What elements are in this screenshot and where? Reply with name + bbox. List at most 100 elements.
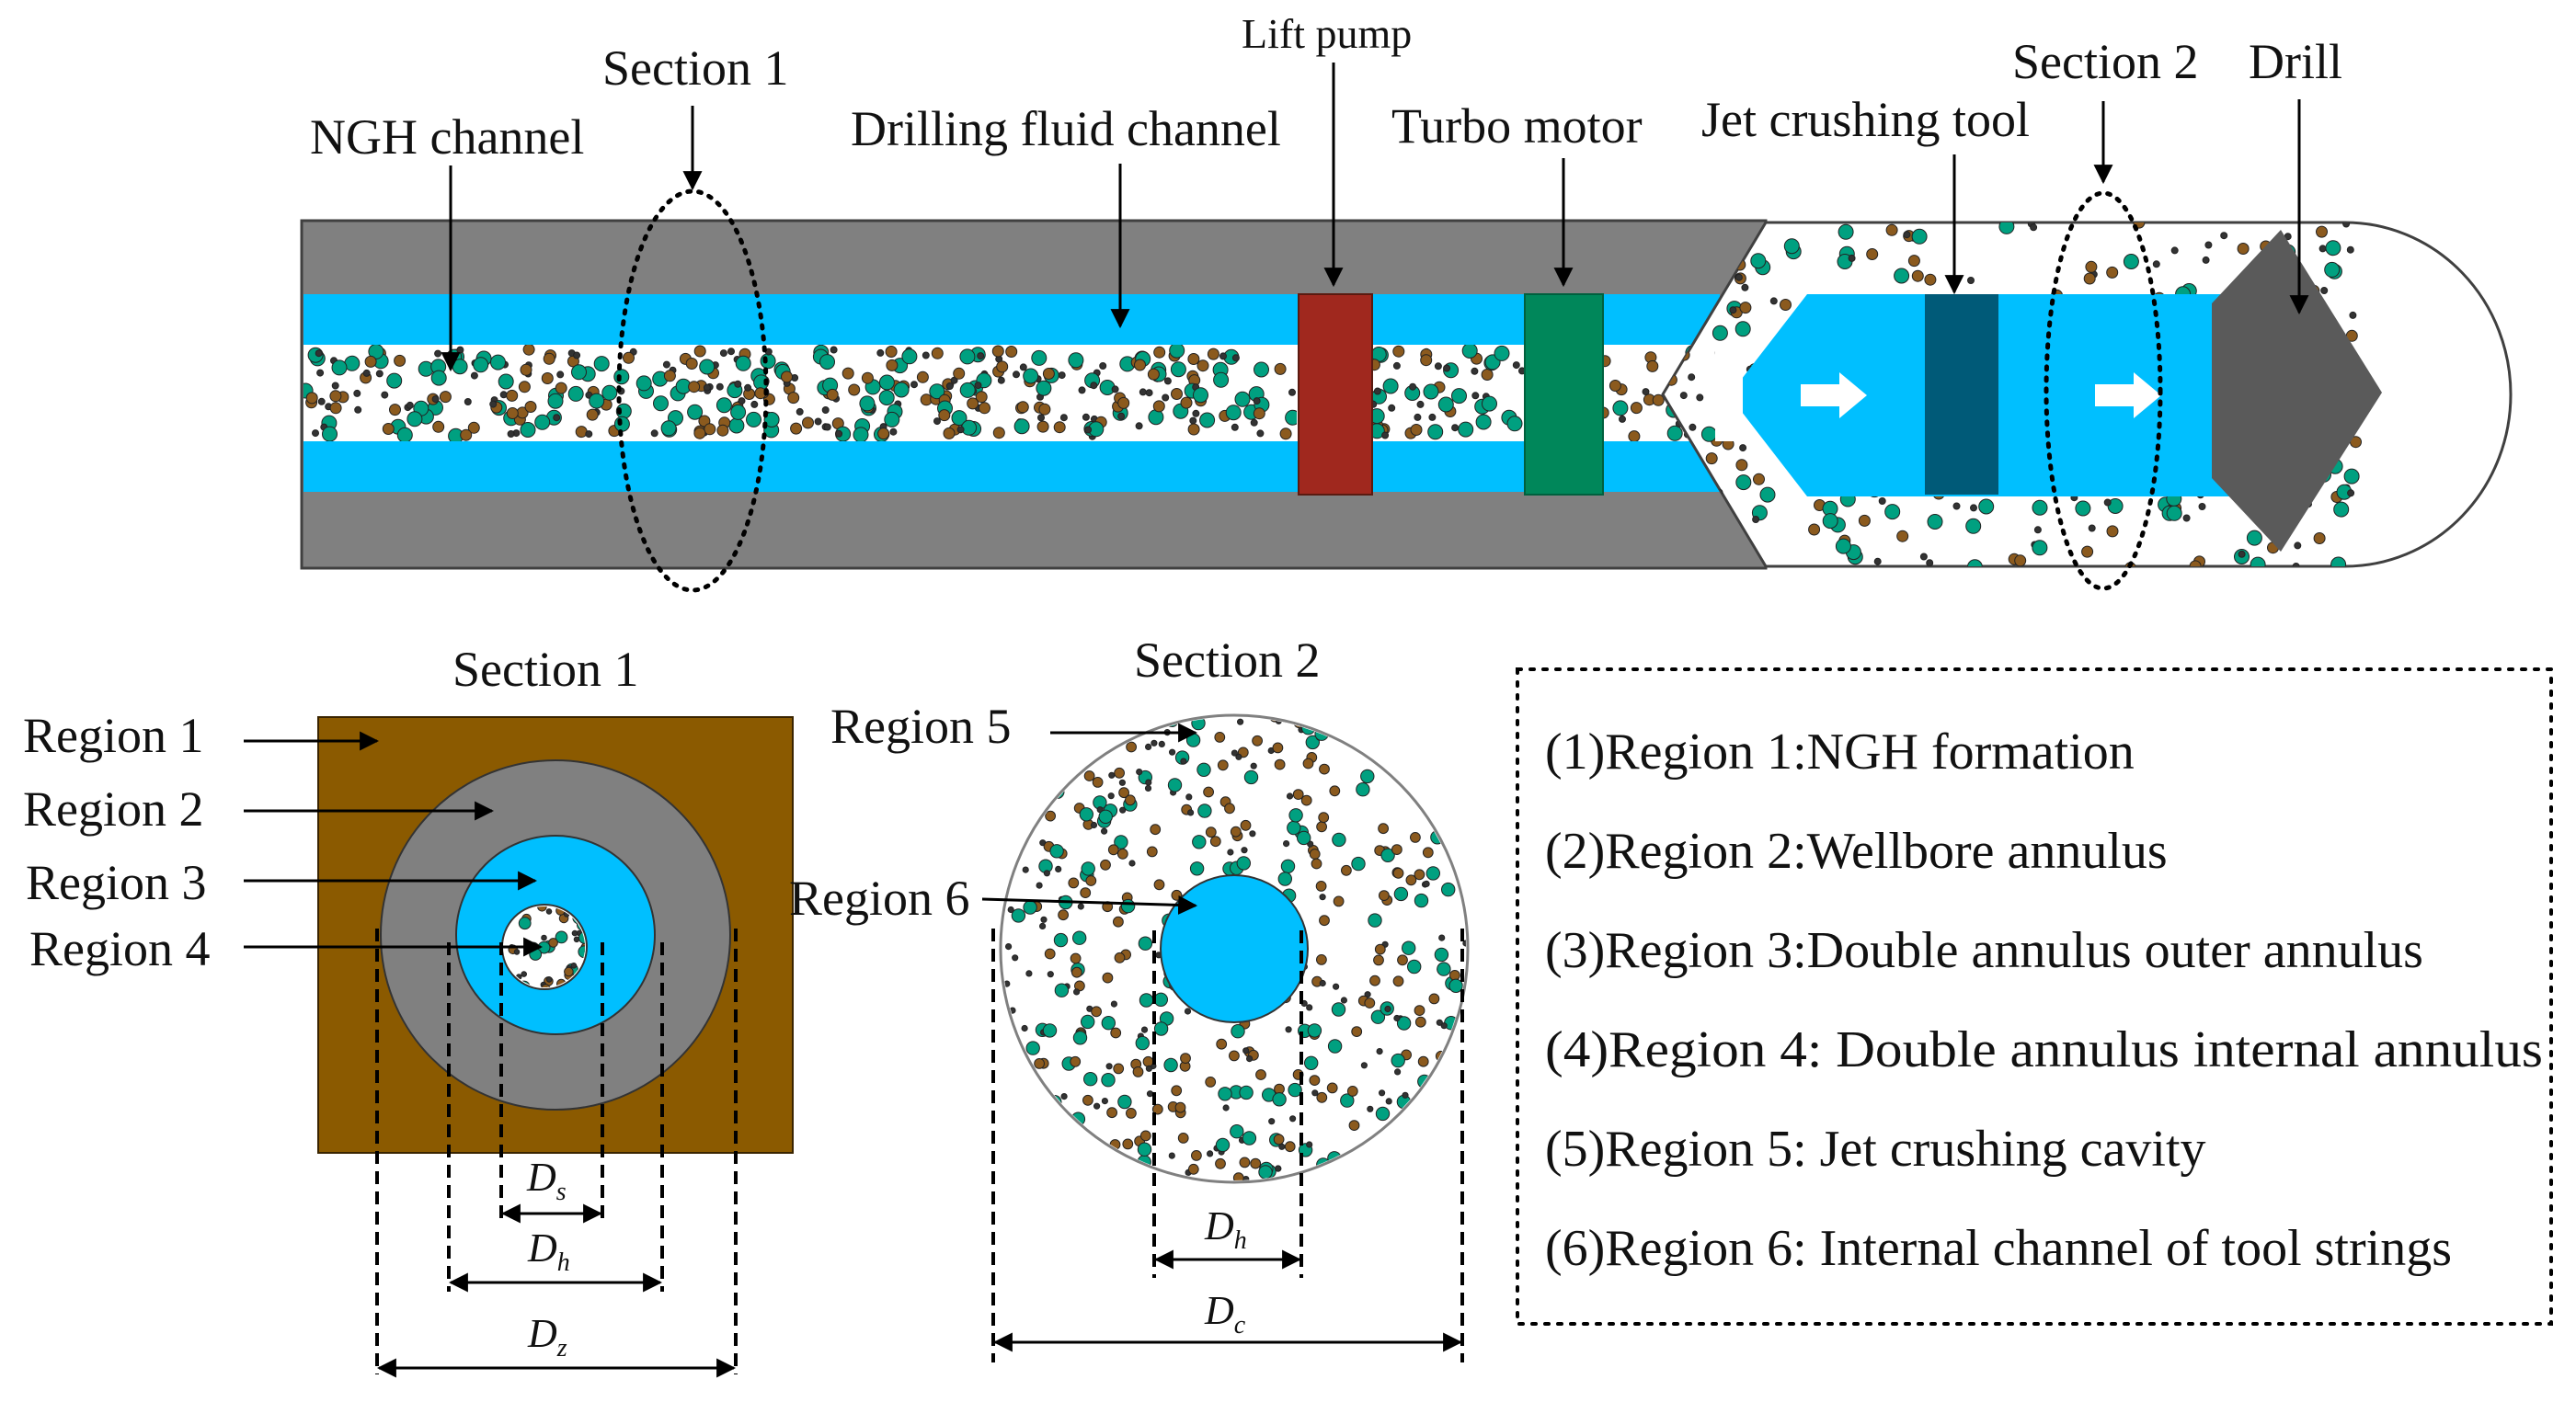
ngh-particle: [1404, 721, 1416, 733]
wellbore-longitudinal: [300, 188, 2513, 593]
ngh-particle: [1333, 983, 1340, 990]
ngh-particle: [929, 383, 945, 400]
ngh-particle: [1808, 523, 1821, 536]
ngh-particle: [1414, 735, 1430, 750]
ngh-particle: [1288, 1082, 1302, 1098]
ngh-particle: [1385, 1159, 1392, 1167]
ngh-particle: [353, 389, 361, 397]
ngh-particle: [1008, 1134, 1019, 1146]
ngh-particle: [2318, 245, 2327, 253]
ngh-particle: [548, 938, 558, 948]
ngh-particle: [1163, 1174, 1179, 1180]
ngh-particle: [1125, 794, 1136, 806]
ngh-particle: [1280, 859, 1296, 873]
ngh-particle: [1101, 1016, 1116, 1031]
ngh-particle: [1666, 425, 1683, 441]
ngh-particle: [1237, 718, 1244, 725]
ngh-particle: [1078, 386, 1086, 394]
ngh-particle: [688, 381, 701, 393]
ngh-particle: [1110, 1000, 1118, 1008]
ngh-particle: [1118, 787, 1129, 799]
ngh-particle: [1331, 1002, 1346, 1017]
ngh-particle: [1379, 1089, 1386, 1097]
ngh-particle: [1392, 975, 1404, 987]
ngh-particle: [1506, 416, 1523, 432]
ngh-particle: [439, 391, 452, 404]
ngh-particle: [1393, 1124, 1408, 1139]
ngh-particle: [1216, 1038, 1228, 1050]
ngh-particle: [1287, 820, 1301, 836]
ngh-particle: [861, 371, 874, 384]
ngh-particle: [1240, 819, 1252, 831]
ngh-particle: [541, 984, 551, 987]
ngh-particle: [1139, 993, 1154, 1008]
legend-box: (1)Region 1:NGH formation (2)Region 2:We…: [1516, 667, 2553, 1326]
label-region4: Region 4: [29, 921, 211, 976]
ngh-particle: [959, 348, 976, 365]
ngh-particle: [819, 354, 835, 370]
ngh-particle: [1410, 832, 1421, 843]
ngh-particle: [1207, 1150, 1214, 1157]
ngh-particle: [2349, 311, 2357, 319]
ngh-particle: [699, 359, 716, 375]
ngh-particle: [1441, 1142, 1448, 1149]
ngh-particle: [1019, 809, 1031, 820]
ngh-particle: [1016, 1074, 1028, 1086]
ngh-particle: [1162, 393, 1170, 402]
ngh-particle: [1430, 726, 1442, 738]
ngh-particle: [1414, 869, 1425, 881]
ngh-particle: [687, 404, 704, 420]
ngh-particle: [1451, 424, 1460, 432]
ngh-particle: [760, 353, 776, 370]
ngh-particle: [2246, 530, 2262, 546]
ngh-particle: [1114, 952, 1126, 963]
ngh-particle: [375, 370, 384, 378]
ngh-particle: [1689, 423, 1697, 431]
ngh-particle: [1422, 1100, 1437, 1114]
ngh-particle: [1101, 1098, 1109, 1105]
ngh-particle: [541, 934, 547, 941]
ngh-particle: [1099, 735, 1111, 746]
ngh-particle: [1085, 875, 1097, 886]
ngh-particle: [1319, 979, 1326, 987]
ngh-particle: [1735, 273, 1743, 281]
ngh-particle: [1311, 858, 1322, 870]
ngh-particle: [1449, 970, 1460, 981]
ngh-particle: [368, 345, 384, 359]
ngh-particle: [1377, 1135, 1384, 1143]
ngh-particle: [1255, 1069, 1266, 1080]
ngh-particle: [735, 355, 751, 371]
ngh-particle: [2014, 554, 2027, 566]
ngh-particle: [1177, 1133, 1189, 1144]
ngh-particle: [1360, 769, 1375, 784]
ngh-particle: [1236, 856, 1252, 871]
ngh-particle: [877, 427, 890, 440]
ngh-particle: [1214, 732, 1226, 743]
ngh-particle: [1300, 794, 1312, 806]
ngh-particle: [1392, 345, 1405, 358]
ngh-particle: [396, 427, 413, 441]
ngh-particle: [1400, 729, 1407, 736]
ngh-particle: [489, 400, 498, 408]
ngh-particle: [2106, 266, 2119, 279]
ngh-particle: [1246, 1055, 1254, 1063]
ngh-particle: [916, 370, 929, 383]
ngh-particle: [1081, 1014, 1095, 1030]
ngh-particle: [2347, 489, 2355, 497]
ngh-particle: [521, 971, 528, 977]
ngh-particle: [1739, 444, 1747, 452]
ngh-particle: [1038, 403, 1051, 416]
ngh-particle: [1422, 847, 1434, 859]
ngh-particle: [1036, 420, 1049, 433]
section1-dimension-guides: [375, 929, 738, 1374]
ngh-particle: [1023, 900, 1037, 915]
ngh-particle: [1083, 1156, 1091, 1163]
ngh-particle: [716, 397, 732, 414]
ngh-particle: [1052, 1150, 1064, 1162]
ngh-particle: [1019, 363, 1027, 371]
ngh-particle: [1382, 378, 1399, 394]
ngh-particle: [1119, 806, 1127, 814]
ngh-particle: [2152, 260, 2160, 268]
ngh-particle: [1171, 388, 1183, 400]
ngh-particle: [967, 397, 979, 410]
